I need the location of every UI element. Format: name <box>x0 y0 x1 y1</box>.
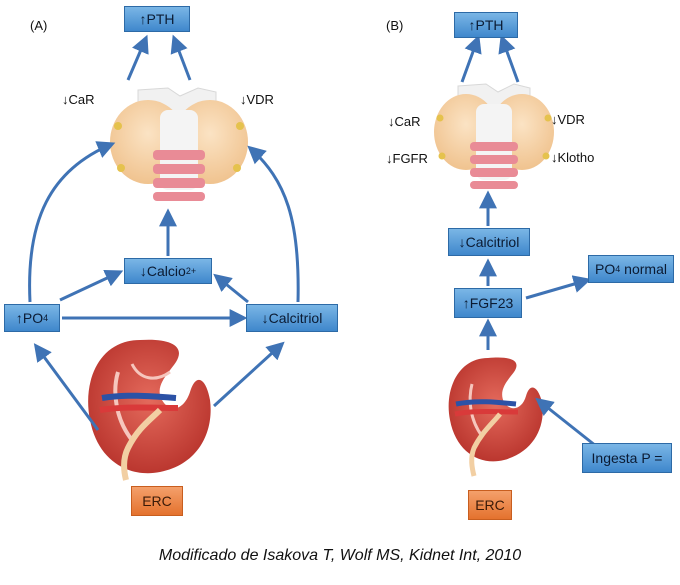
panel-b-label: (B) <box>386 18 404 33</box>
figure-caption: Modificado de Isakova T, Wolf MS, Kidnet… <box>158 547 522 564</box>
arrows-a <box>28 34 300 431</box>
po4-normal-subscript: 4 <box>615 264 621 274</box>
fgfr-label-b: ↓FGFR <box>386 151 428 166</box>
car-label-b: ↓CaR <box>388 114 421 129</box>
thyroid-illustration-b <box>434 83 554 189</box>
po4-normal-label: PO <box>595 261 616 277</box>
arrows-b <box>460 34 597 448</box>
ingesta-label: Ingesta P = <box>591 450 663 466</box>
car-label-a: ↓CaR <box>62 92 95 107</box>
erc-box-a: ERC <box>131 486 183 516</box>
kidney-illustration-a <box>88 339 211 481</box>
calcitriol-label-b: ↓Calcitriol <box>458 234 520 250</box>
ingesta-box: Ingesta P = <box>582 443 672 473</box>
klotho-label-b: ↓Klotho <box>551 150 595 165</box>
erc-label-a: ERC <box>142 493 172 509</box>
po4-subscript-a: 4 <box>43 313 49 323</box>
pth-label-b: ↑PTH <box>468 17 504 33</box>
kidney-illustration-b <box>448 357 543 477</box>
calcitriol-label-a: ↓Calcitriol <box>261 310 323 326</box>
pth-box-b: ↑PTH <box>454 12 518 38</box>
calcio-label: ↓Calcio <box>139 263 186 279</box>
pth-label-a: ↑PTH <box>139 11 175 27</box>
fgf23-box: ↑FGF23 <box>454 288 522 318</box>
vdr-label-b: ↓VDR <box>551 112 585 127</box>
po4-normal-suffix: normal <box>620 261 667 277</box>
fgf23-label: ↑FGF23 <box>462 295 514 311</box>
calcio-superscript: 2+ <box>185 266 197 276</box>
po4-label-a: ↑PO <box>15 310 44 326</box>
vdr-label-a: ↓VDR <box>240 92 274 107</box>
pth-box-a: ↑PTH <box>124 6 190 32</box>
calcitriol-box-a: ↓Calcitriol <box>246 304 338 332</box>
calcitriol-box-b: ↓Calcitriol <box>448 228 530 256</box>
erc-box-b: ERC <box>468 490 512 520</box>
thyroid-illustration-a <box>110 87 248 201</box>
panel-a-label: (A) <box>30 18 48 33</box>
erc-label-b: ERC <box>475 497 505 513</box>
